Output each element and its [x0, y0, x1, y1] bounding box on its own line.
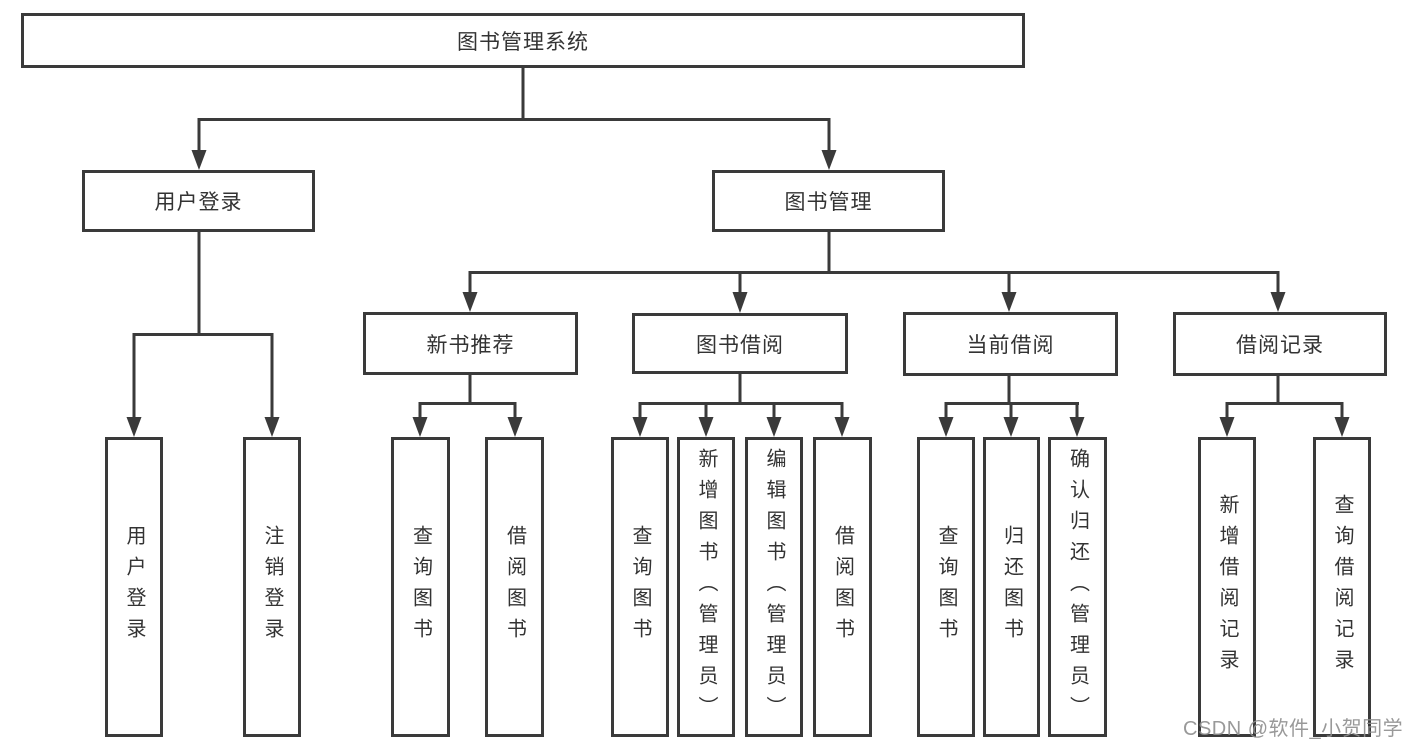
node-book-management: 图书管理	[712, 170, 945, 232]
arrowhead-icon	[821, 150, 837, 170]
node-label: 当前借阅	[966, 334, 1055, 357]
leaf-borrow-books: 借阅图书	[813, 437, 872, 737]
arrowhead-icon	[264, 417, 280, 437]
leaf-borrow-books-recommend: 借阅图书	[485, 437, 544, 737]
arrowhead-icon	[632, 417, 648, 437]
node-root-system: 图书管理系统	[21, 13, 1025, 68]
leaf-confirm-return-admin: 确认归还（管理员）	[1048, 437, 1107, 737]
arrowhead-icon	[1219, 417, 1235, 437]
node-label: 用户登录	[123, 525, 145, 649]
node-label: 确认归还（管理员）	[1066, 447, 1089, 727]
node-current-borrow: 当前借阅	[903, 312, 1118, 376]
node-borrow-records: 借阅记录	[1173, 312, 1387, 376]
arrowhead-icon	[1334, 417, 1350, 437]
leaf-edit-books-admin: 编辑图书（管理员）	[745, 437, 803, 737]
arrowhead-icon	[191, 150, 207, 170]
node-label: 借阅图书	[503, 525, 526, 649]
leaf-query-borrow-record: 查询借阅记录	[1313, 437, 1371, 737]
csdn-watermark: CSDN @软件_小贺同学	[1183, 718, 1404, 740]
node-book-borrow: 图书借阅	[632, 313, 848, 374]
node-label: 新书推荐	[426, 333, 515, 357]
leaf-add-borrow-record: 新增借阅记录	[1198, 437, 1256, 737]
leaf-query-books-borrow: 查询图书	[611, 437, 669, 737]
node-label: 图书管理	[784, 191, 873, 214]
node-label: 借阅图书	[831, 525, 854, 649]
leaf-user-login: 用户登录	[105, 437, 163, 737]
arrowhead-icon	[766, 417, 782, 437]
arrowhead-icon	[1001, 292, 1017, 312]
node-user-login: 用户登录	[82, 170, 315, 232]
node-label: 新增借阅记录	[1216, 494, 1238, 680]
arrowhead-icon	[1003, 417, 1019, 437]
leaf-logout: 注销登录	[243, 437, 301, 737]
node-new-book-recommend: 新书推荐	[363, 312, 578, 375]
arrowhead-icon	[412, 417, 428, 437]
node-label: 查询图书	[409, 525, 432, 649]
arrowhead-icon	[938, 417, 954, 437]
leaf-query-books-recommend: 查询图书	[391, 437, 450, 737]
node-label: 归还图书	[1000, 525, 1023, 649]
arrowhead-icon	[698, 417, 714, 437]
arrowhead-icon	[126, 417, 142, 437]
node-label: 用户登录	[154, 191, 243, 214]
arrowhead-icon	[834, 417, 850, 437]
arrowhead-icon	[732, 292, 748, 313]
node-label: 注销登录	[261, 525, 283, 649]
node-label: 编辑图书（管理员）	[763, 447, 785, 727]
arrowhead-icon	[1270, 292, 1286, 312]
node-label: 查询图书	[935, 525, 957, 649]
leaf-query-books-current: 查询图书	[917, 437, 975, 737]
node-label: 新增图书（管理员）	[695, 447, 717, 727]
arrowhead-icon	[507, 417, 523, 437]
node-label: 图书管理系统	[457, 30, 589, 54]
node-label: 查询借阅记录	[1331, 494, 1353, 680]
node-label: 查询图书	[629, 525, 651, 649]
leaf-add-books-admin: 新增图书（管理员）	[677, 437, 735, 737]
arrowhead-icon	[462, 292, 478, 312]
arrowhead-icon	[1069, 417, 1085, 437]
node-label: 图书借阅	[696, 333, 784, 357]
node-label: 借阅记录	[1236, 334, 1324, 357]
leaf-return-books: 归还图书	[983, 437, 1040, 737]
